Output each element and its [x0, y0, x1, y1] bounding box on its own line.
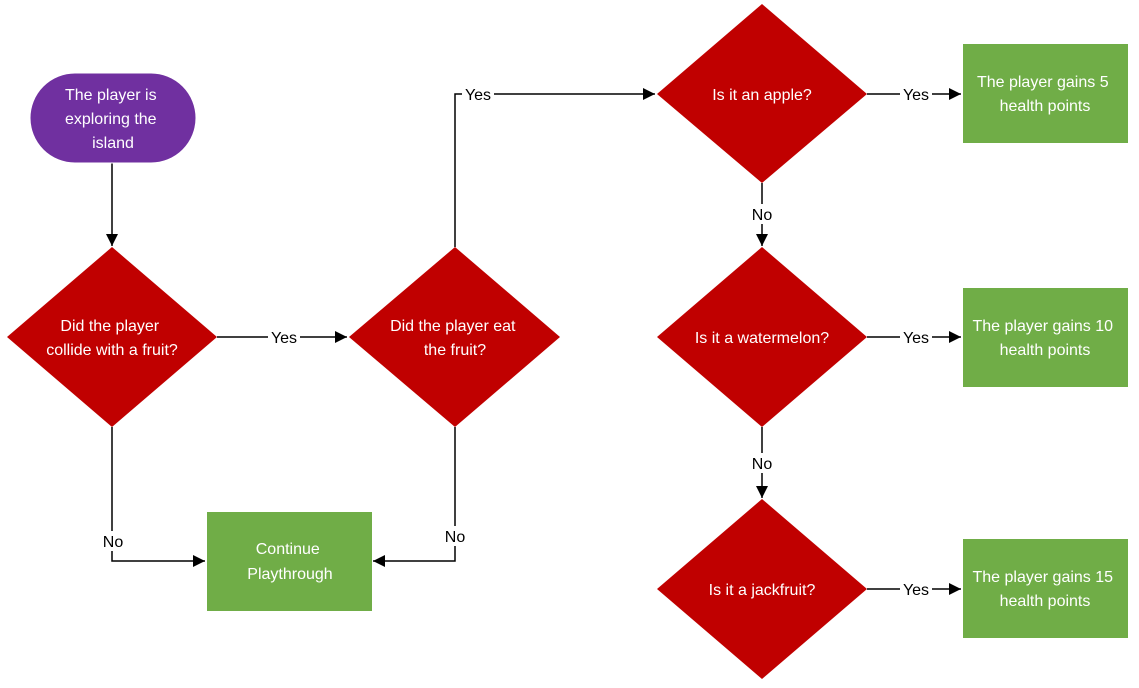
edge-eat-no: [373, 427, 456, 567]
svg-text:The player gains 10 heal: The player gains 10 health points: [973, 318, 1118, 359]
label-collide-yes: Yes: [271, 330, 297, 347]
process-gain-15: The player gains 15 health points: [963, 539, 1128, 638]
gain15-text-line-1: The player gains 15: [973, 569, 1114, 586]
start-text-line-1: The player is: [65, 87, 157, 104]
jackfruit-text: Is it a jackfruit?: [709, 582, 816, 599]
decision-collide: Did the player collide with a fruit?: [7, 247, 217, 427]
label-eat-no: No: [445, 529, 466, 546]
svg-text:The player gains 15 heal: The player gains 15 health points: [973, 569, 1118, 610]
decision-eat: Did the player eat the fruit?: [349, 247, 560, 427]
process-continue: Continue Playthrough: [207, 512, 372, 611]
label-eat-yes: Yes: [465, 87, 491, 104]
decision-watermelon: Is it a watermelon?: [657, 247, 867, 427]
label-jackfruit-yes: Yes: [903, 582, 929, 599]
start-node: The player is exploring the island: [29, 72, 197, 164]
svg-text:Continue Playthrough: Continue Playthrough: [247, 541, 332, 583]
process-gain-10: The player gains 10 health points: [963, 288, 1128, 387]
edge-eat-yes: [454, 88, 655, 247]
svg-text:Did the player collide w: Did the player collide with a fruit?: [46, 318, 178, 359]
svg-text:Is it a watermelon?: Is it a watermelon?: [695, 330, 829, 347]
svg-text:The player gains 5 healt: The player gains 5 health points: [977, 74, 1113, 115]
start-text-line-2: exploring the: [65, 111, 157, 128]
label-apple-no: No: [752, 207, 773, 224]
svg-text:Is it a jackfruit?: Is it a jackfruit?: [709, 582, 816, 599]
continue-text-line-2: Playthrough: [247, 566, 332, 583]
gain5-text-line-1: The player gains 5: [977, 74, 1109, 91]
gain10-text-line-2: health points: [1000, 342, 1091, 359]
start-text-line-3: island: [92, 135, 134, 152]
svg-text:Is it an apple?: Is it an apple?: [712, 87, 812, 104]
continue-text-line-1: Continue: [256, 541, 320, 558]
svg-text:Did the player eat the f: Did the player eat the fruit?: [390, 318, 520, 359]
edge-collide-no: [111, 427, 205, 567]
decision-apple: Is it an apple?: [657, 4, 867, 183]
eat-text-line-2: the fruit?: [424, 342, 486, 359]
collide-text-line-1: Did the player: [60, 318, 159, 335]
label-watermelon-yes: Yes: [903, 330, 929, 347]
apple-text: Is it an apple?: [712, 87, 812, 104]
collide-text-line-2: collide with a fruit?: [46, 342, 178, 359]
process-gain-5: The player gains 5 health points: [963, 44, 1128, 143]
decision-jackfruit: Is it a jackfruit?: [657, 499, 867, 679]
label-apple-yes: Yes: [903, 87, 929, 104]
gain15-text-line-2: health points: [1000, 593, 1091, 610]
label-watermelon-no: No: [752, 456, 773, 473]
edge-labels: Yes No No Yes Yes No Yes No Yes: [99, 84, 932, 599]
svg-text:The player is exploring: The player is exploring the island: [65, 87, 161, 152]
eat-text-line-1: Did the player eat: [390, 318, 516, 335]
watermelon-text: Is it a watermelon?: [695, 330, 829, 347]
gain5-text-line-2: health points: [1000, 98, 1091, 115]
gain10-text-line-1: The player gains 10: [973, 318, 1114, 335]
label-collide-no: No: [103, 534, 124, 551]
